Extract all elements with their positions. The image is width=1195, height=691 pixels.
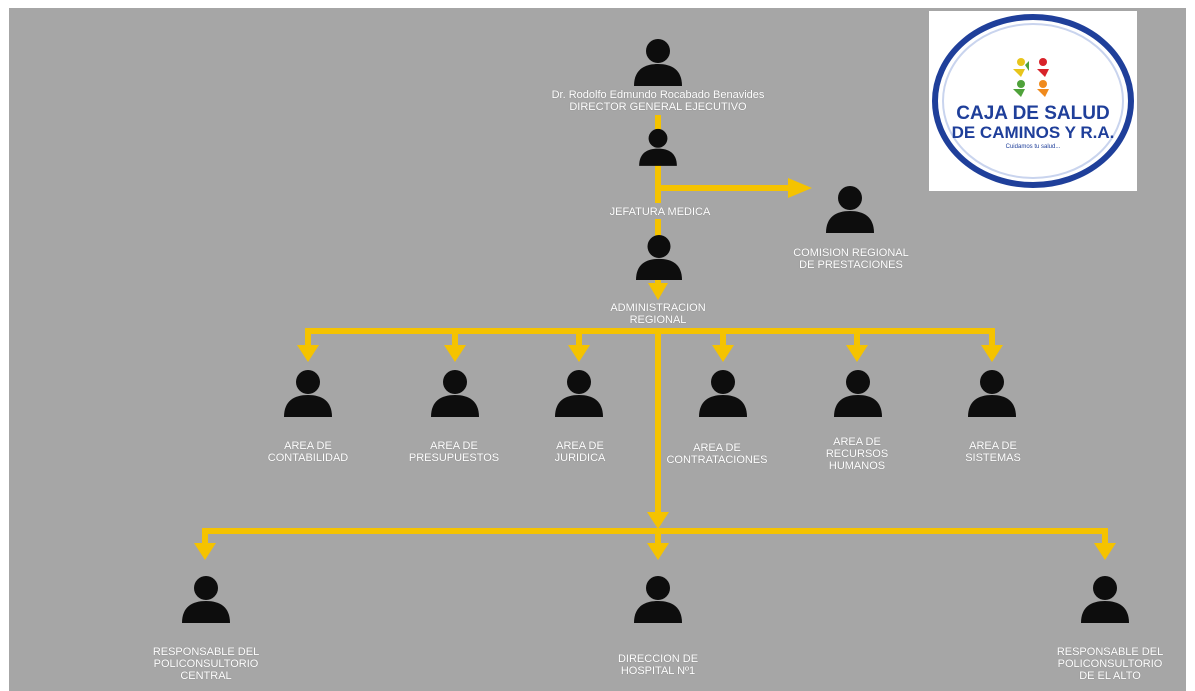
area-recursos-humanos-label: AREA DE RECURSOS HUMANOS	[825, 436, 889, 472]
arrowhead-area-5	[846, 345, 868, 362]
logo-people-icon	[1013, 58, 1049, 97]
comision-line-2: DE PRESTACIONES	[799, 259, 903, 271]
logo-tagline: Cuidamos tu salud...	[1006, 144, 1061, 150]
administracion-line-2: REGIONAL	[629, 314, 687, 326]
area-presupuestos-label: AREA DE PRESUPUESTOS	[408, 440, 500, 464]
area-juridica-label: AREA DE JURIDICA	[554, 440, 606, 464]
arrowhead-unit-3	[1094, 543, 1116, 560]
area-juridica-person-icon	[551, 369, 607, 417]
comision-person-icon	[822, 185, 878, 233]
jefatura-label: JEFATURA MEDICA	[610, 206, 711, 218]
area-contabilidad-label: AREA DE CONTABILIDAD	[267, 440, 349, 464]
director-title: DIRECTOR GENERAL EJECUTIVO	[569, 101, 747, 113]
arrowhead-area-4	[712, 345, 734, 362]
arrowhead-area-6	[981, 345, 1003, 362]
unit-policonsultorio-central-person-icon	[178, 575, 234, 623]
director-person-icon	[630, 38, 686, 86]
arrowhead-trunk	[647, 512, 669, 529]
arrowhead-area-3	[568, 345, 590, 362]
unit-policonsultorio-central-label: RESPONSABLE DEL POLICONSULTORIO CENTRAL	[152, 646, 260, 682]
unit-policonsultorio-el-alto-person-icon	[1077, 575, 1133, 623]
arrowhead-admin	[648, 283, 668, 300]
logo-line-2: DE CAMINOS Y R.A.	[952, 123, 1115, 142]
comision-line-1: COMISION REGIONAL	[793, 247, 909, 259]
administracion-line-1: ADMINISTRACION	[610, 302, 706, 314]
unit-policonsultorio-el-alto-label: RESPONSABLE DEL POLICONSULTORIO DE EL AL…	[1056, 646, 1164, 682]
area-sistemas-person-icon	[964, 369, 1020, 417]
area-sistemas-label: AREA DE SISTEMAS	[965, 440, 1021, 464]
administracion-label: ADMINISTRACION REGIONAL	[610, 302, 705, 326]
director-name: Dr. Rodolfo Edmundo Rocabado Benavides	[551, 89, 765, 101]
area-presupuestos-person-icon	[427, 369, 483, 417]
logo-caja-de-salud: CAJA DE SALUD DE CAMINOS Y R.A. Cuidamos…	[929, 11, 1137, 191]
jefatura-person-icon	[636, 128, 680, 166]
director-label: Dr. Rodolfo Edmundo Rocabado Benavides D…	[552, 89, 765, 113]
arrowhead-unit-1	[194, 543, 216, 560]
area-recursos-humanos-person-icon	[830, 369, 886, 417]
comision-label: COMISION REGIONAL DE PRESTACIONES	[793, 247, 909, 271]
arrowhead-unit-2	[647, 543, 669, 560]
arrowhead-area-2	[444, 345, 466, 362]
arrowhead-area-1	[297, 345, 319, 362]
administracion-person-icon	[632, 234, 686, 280]
area-contrataciones-label: AREA DE CONTRATACIONES	[666, 442, 768, 466]
area-contabilidad-person-icon	[280, 369, 336, 417]
logo-line-1: CAJA DE SALUD	[956, 103, 1109, 124]
jefatura-title: JEFATURA MEDICA	[609, 206, 711, 218]
unit-hospital-person-icon	[630, 575, 686, 623]
area-contrataciones-person-icon	[695, 369, 751, 417]
arrowhead-comision	[788, 178, 812, 198]
unit-hospital-label: DIRECCION DE HOSPITAL Nº1	[617, 653, 699, 677]
